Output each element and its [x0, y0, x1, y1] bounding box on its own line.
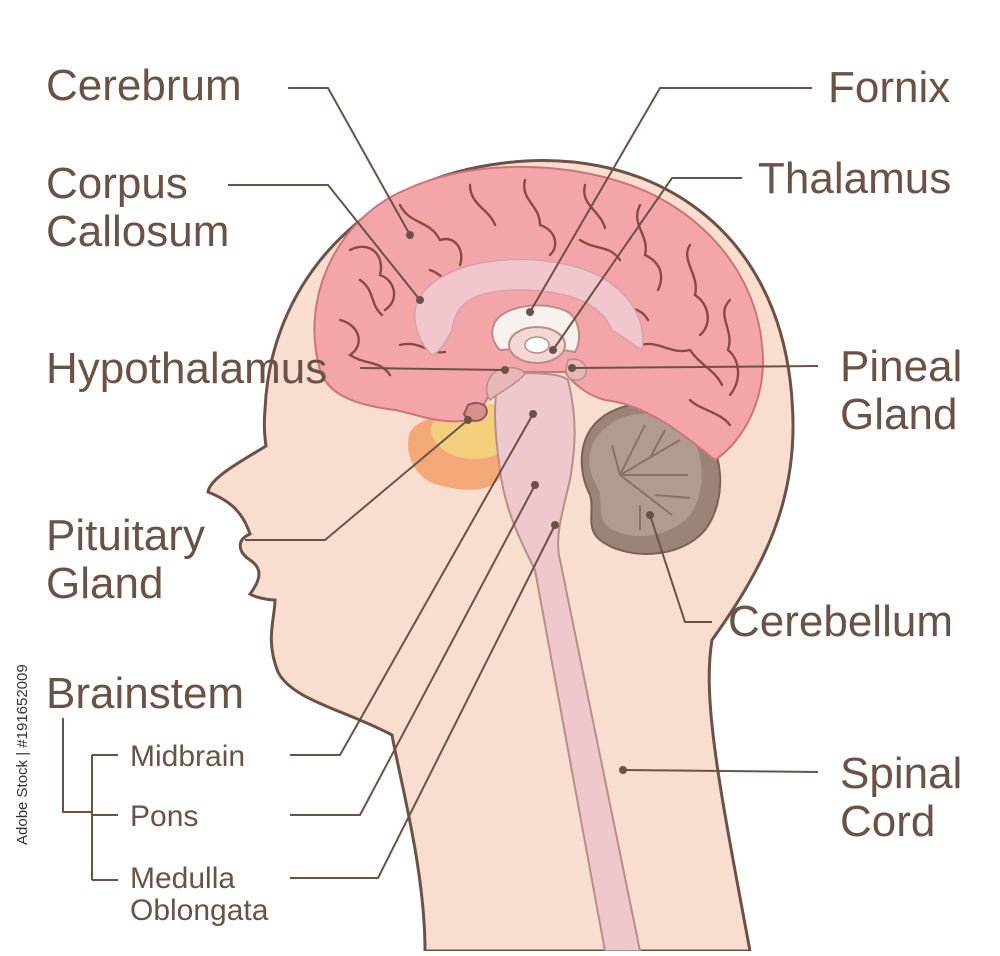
label-hypothalamus: Hypothalamus — [46, 344, 327, 393]
leader-thalamus — [552, 177, 742, 351]
leader-corpus-callosum — [228, 184, 421, 301]
dot-medulla — [551, 521, 559, 529]
leader-dots — [406, 231, 654, 774]
leader-pons — [290, 484, 536, 816]
label-thalamus: Thalamus — [758, 154, 951, 203]
leader-hypothalamus — [359, 367, 506, 371]
cerebellum-arbor — [611, 424, 691, 530]
label-cerebrum: Cerebrum — [46, 61, 242, 110]
leader-spinal-cord — [622, 769, 819, 773]
dot-pons — [531, 481, 539, 489]
dot-thalamus — [549, 346, 557, 354]
label-brainstem: Brainstem — [46, 669, 244, 718]
leader-pineal — [571, 365, 819, 369]
leader-pituitary — [245, 419, 469, 541]
hypothalamus-shape — [485, 367, 526, 402]
dot-hypothalamus — [501, 366, 509, 374]
label-medulla-1: Medulla — [130, 862, 235, 895]
label-spinal-cord-1: Spinal — [840, 749, 962, 798]
leader-fornix — [529, 87, 812, 313]
stock-credit: Adobe Stock | #191652009 — [14, 664, 31, 845]
label-fornix: Fornix — [828, 63, 950, 112]
leader-medulla — [290, 524, 556, 879]
brainstem-bracket — [62, 718, 118, 881]
label-medulla-2: Oblongata — [130, 894, 269, 927]
cerebrum-folds — [338, 178, 740, 427]
corpus-callosum-shape — [414, 258, 644, 356]
label-pituitary-2: Gland — [46, 559, 163, 608]
leader-cerebellum — [649, 514, 712, 623]
label-cerebellum: Cerebellum — [728, 597, 953, 646]
leader-midbrain — [290, 413, 534, 756]
brainstem-shape — [494, 372, 642, 952]
dot-cerebrum — [406, 231, 414, 239]
label-pons: Pons — [130, 800, 198, 833]
dot-corpus-callosum — [416, 296, 424, 304]
leader-cerebrum — [288, 87, 411, 236]
dot-fornix — [526, 308, 534, 316]
label-spinal-cord-2: Cord — [840, 797, 935, 846]
thalamus-core — [524, 336, 550, 354]
label-midbrain: Midbrain — [130, 740, 245, 773]
dot-cerebellum — [646, 511, 654, 519]
label-corpus-callosum-1: Corpus — [46, 159, 188, 208]
dot-pineal — [568, 364, 576, 372]
dot-spinal-cord — [619, 766, 627, 774]
label-pituitary-1: Pituitary — [46, 511, 205, 560]
dot-midbrain — [529, 410, 537, 418]
label-corpus-callosum-2: Callosum — [46, 207, 229, 256]
label-pineal-2: Gland — [840, 390, 957, 439]
leader-lines — [62, 87, 819, 881]
label-pineal-1: Pineal — [840, 342, 962, 391]
dot-pituitary — [464, 416, 472, 424]
labels: Cerebrum Corpus Callosum Hypothalamus Pi… — [46, 61, 962, 927]
